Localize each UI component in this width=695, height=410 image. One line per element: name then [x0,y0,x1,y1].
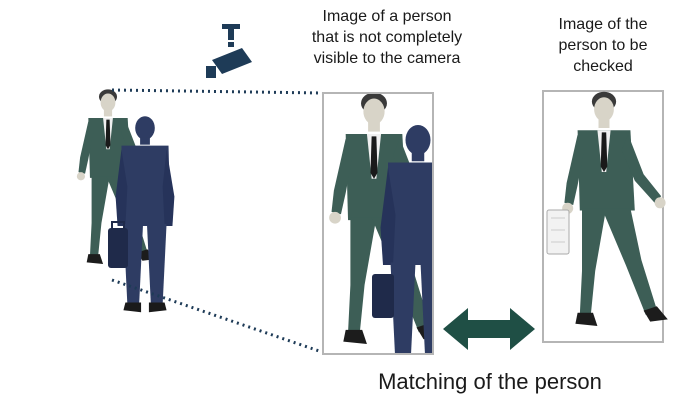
briefcase-white [546,209,570,255]
matching-label: Matching of the person [378,369,602,394]
double-headed-arrow-icon [443,308,535,350]
caption-line: Image of the [558,16,648,33]
caption-line: person to be [558,37,648,54]
partial-view-frame [322,92,434,355]
caption-reference-image: Image of the person to be checked [533,14,673,77]
briefcase-left [108,221,128,268]
caption-line: checked [573,58,633,75]
security-camera-icon [206,24,252,78]
caption-line: Image of a person [322,8,452,25]
view-line-top [111,88,323,95]
view-line-bottom [111,278,323,354]
caption-line: visible to the camera [313,50,461,67]
caption-line: that is not completely [311,29,463,46]
caption-partial-view: Image of a person that is not completely… [292,6,482,69]
reference-image-frame [542,90,668,343]
